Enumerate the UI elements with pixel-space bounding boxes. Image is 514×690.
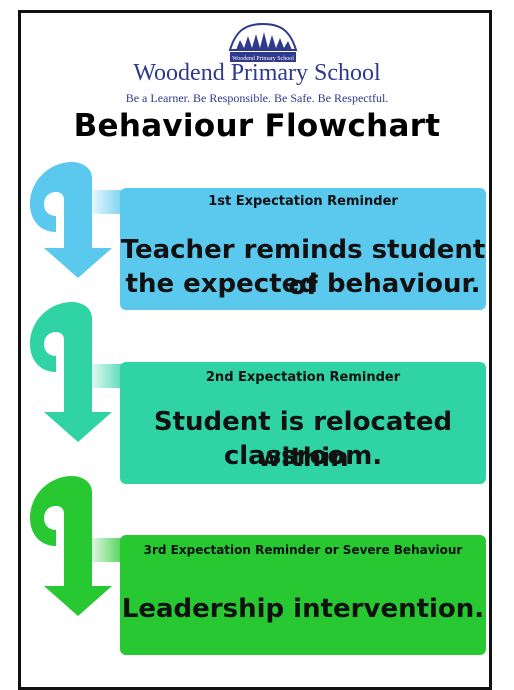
page-title: Behaviour Flowchart [73, 108, 441, 144]
school-name: Woodend Primary School [133, 60, 381, 86]
step-3-box: 3rd Expectation Reminder or Severe Behav… [120, 535, 486, 655]
step-1-text-line2: the expected behaviour. [125, 269, 481, 299]
logo-text: Woodend Primary School [232, 56, 294, 62]
step-1-text-line1: Teacher reminds student of [120, 235, 486, 301]
school-logo: Woodend Primary School [228, 22, 298, 62]
step-3-heading: 3rd Expectation Reminder or Severe Behav… [143, 543, 463, 557]
step-2-text-line1: Student is relocated within [153, 407, 453, 473]
school-motto: Be a Learner. Be Responsible. Be Safe. B… [125, 91, 389, 105]
step-3-text-line1: Leadership intervention. [121, 594, 485, 624]
step-2-background [120, 362, 486, 484]
step-2-box: 2nd Expectation Reminder Student is relo… [120, 362, 486, 484]
step-2-heading: 2nd Expectation Reminder [205, 370, 401, 385]
step-3-background [120, 535, 486, 655]
step-1-background [120, 188, 486, 310]
step-2-text-line2: classroom. [223, 441, 383, 471]
step-1-box: 1st Expectation Reminder Teacher reminds… [120, 188, 486, 310]
step-1-heading: 1st Expectation Reminder [208, 194, 398, 209]
